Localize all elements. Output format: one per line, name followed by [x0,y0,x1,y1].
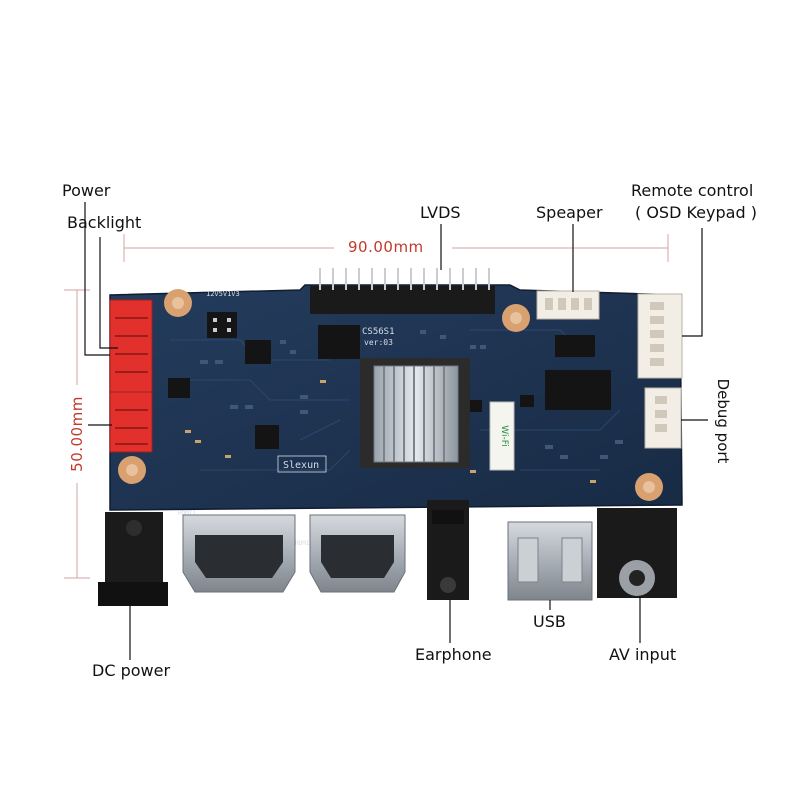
backlight-label: Backlight [67,213,142,232]
silkscreen-brand: Slexun [283,460,319,471]
lvds-label: LVDS [420,203,461,222]
remote-control-label: Remote control [631,181,754,200]
main-chip-heatsink [360,358,470,468]
usb-port [507,521,593,601]
backlight-leader-line [99,237,118,349]
ic-chip [255,425,279,449]
silkscreen-voltages: 12V5V1V3 [206,290,240,298]
lvds-header [310,268,495,314]
silkscreen-chip: CS56S1 [362,327,395,337]
ic-chip [168,378,190,398]
power-leader-line [84,202,110,356]
height-dimension-label: 50.00mm [68,396,86,472]
silkscreen-hdmi1: HDMI1 [178,510,196,517]
osd-keypad-label: ( OSD Keypad ) [635,203,757,222]
mounting-hole [118,456,146,484]
mounting-hole [164,289,192,317]
power-connector [109,299,153,393]
earphone-jack [427,500,469,600]
ic-chip [468,400,482,412]
jumper-header [207,312,237,338]
debug-port-label: Debug port [714,378,732,464]
speaker-connector [536,290,600,320]
remote-control-connector [637,293,683,379]
width-dimension [123,234,669,262]
ic-chip [245,340,271,364]
earphone-label: Earphone [415,645,492,664]
remote-leader-line [682,228,703,337]
mounting-hole [635,473,663,501]
ic-chip [318,325,360,359]
silkscreen-hdmi2: HDMI2 [295,540,313,547]
debug-port-connector [644,387,682,449]
av-input-label: AV input [609,645,677,664]
backlight-connector [109,391,153,453]
width-dimension-label: 90.00mm [348,238,424,256]
silkscreen-version: ver:03 [364,338,393,347]
dc-power-label: DC power [92,661,171,680]
dc-power-jack [98,512,168,606]
audio-ic [545,370,611,410]
sticker-text: Wi-Fi [499,425,509,446]
speaker-label: Speaper [536,203,603,222]
power-label: Power [62,181,111,200]
hdmi-port-2 [309,514,406,593]
ic-chip [520,395,534,407]
ic-chip [555,335,595,357]
mounting-hole [502,304,530,332]
height-dimension [64,289,90,579]
wifi-sticker: Wi-Fi [489,401,515,471]
usb-label: USB [533,612,566,631]
av-input-jack [597,508,677,598]
hdmi-port-1 [182,514,296,593]
